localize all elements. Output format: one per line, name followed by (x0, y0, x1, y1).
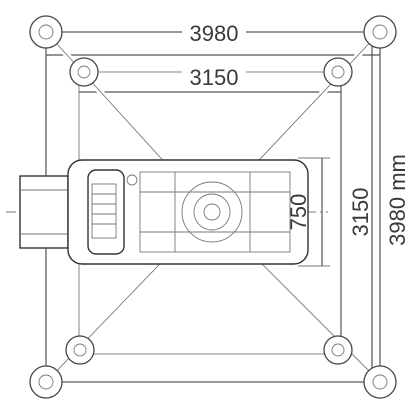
foot-pad-inner-top-right (323, 57, 353, 87)
foot-pad-inner-top-left (69, 57, 99, 87)
foot-pad-outer-bottom-left (29, 365, 63, 399)
foot-pad-outer-bottom-right (363, 365, 397, 399)
inner-height-label: 3150 (348, 188, 373, 237)
foot-pad-inner-bottom-right (323, 335, 353, 365)
foot-pad-outer-top-right (363, 15, 397, 49)
inner-width-label: 3150 (190, 65, 239, 90)
outer-width-label: 3980 (190, 21, 239, 46)
foot-pad-inner-bottom-left (65, 335, 95, 365)
foot-pad-outer-top-left (29, 15, 63, 49)
machine-body (19, 159, 309, 265)
center-height-label: 750 (286, 194, 311, 231)
outer-height-label: 3980 mm (385, 154, 410, 246)
